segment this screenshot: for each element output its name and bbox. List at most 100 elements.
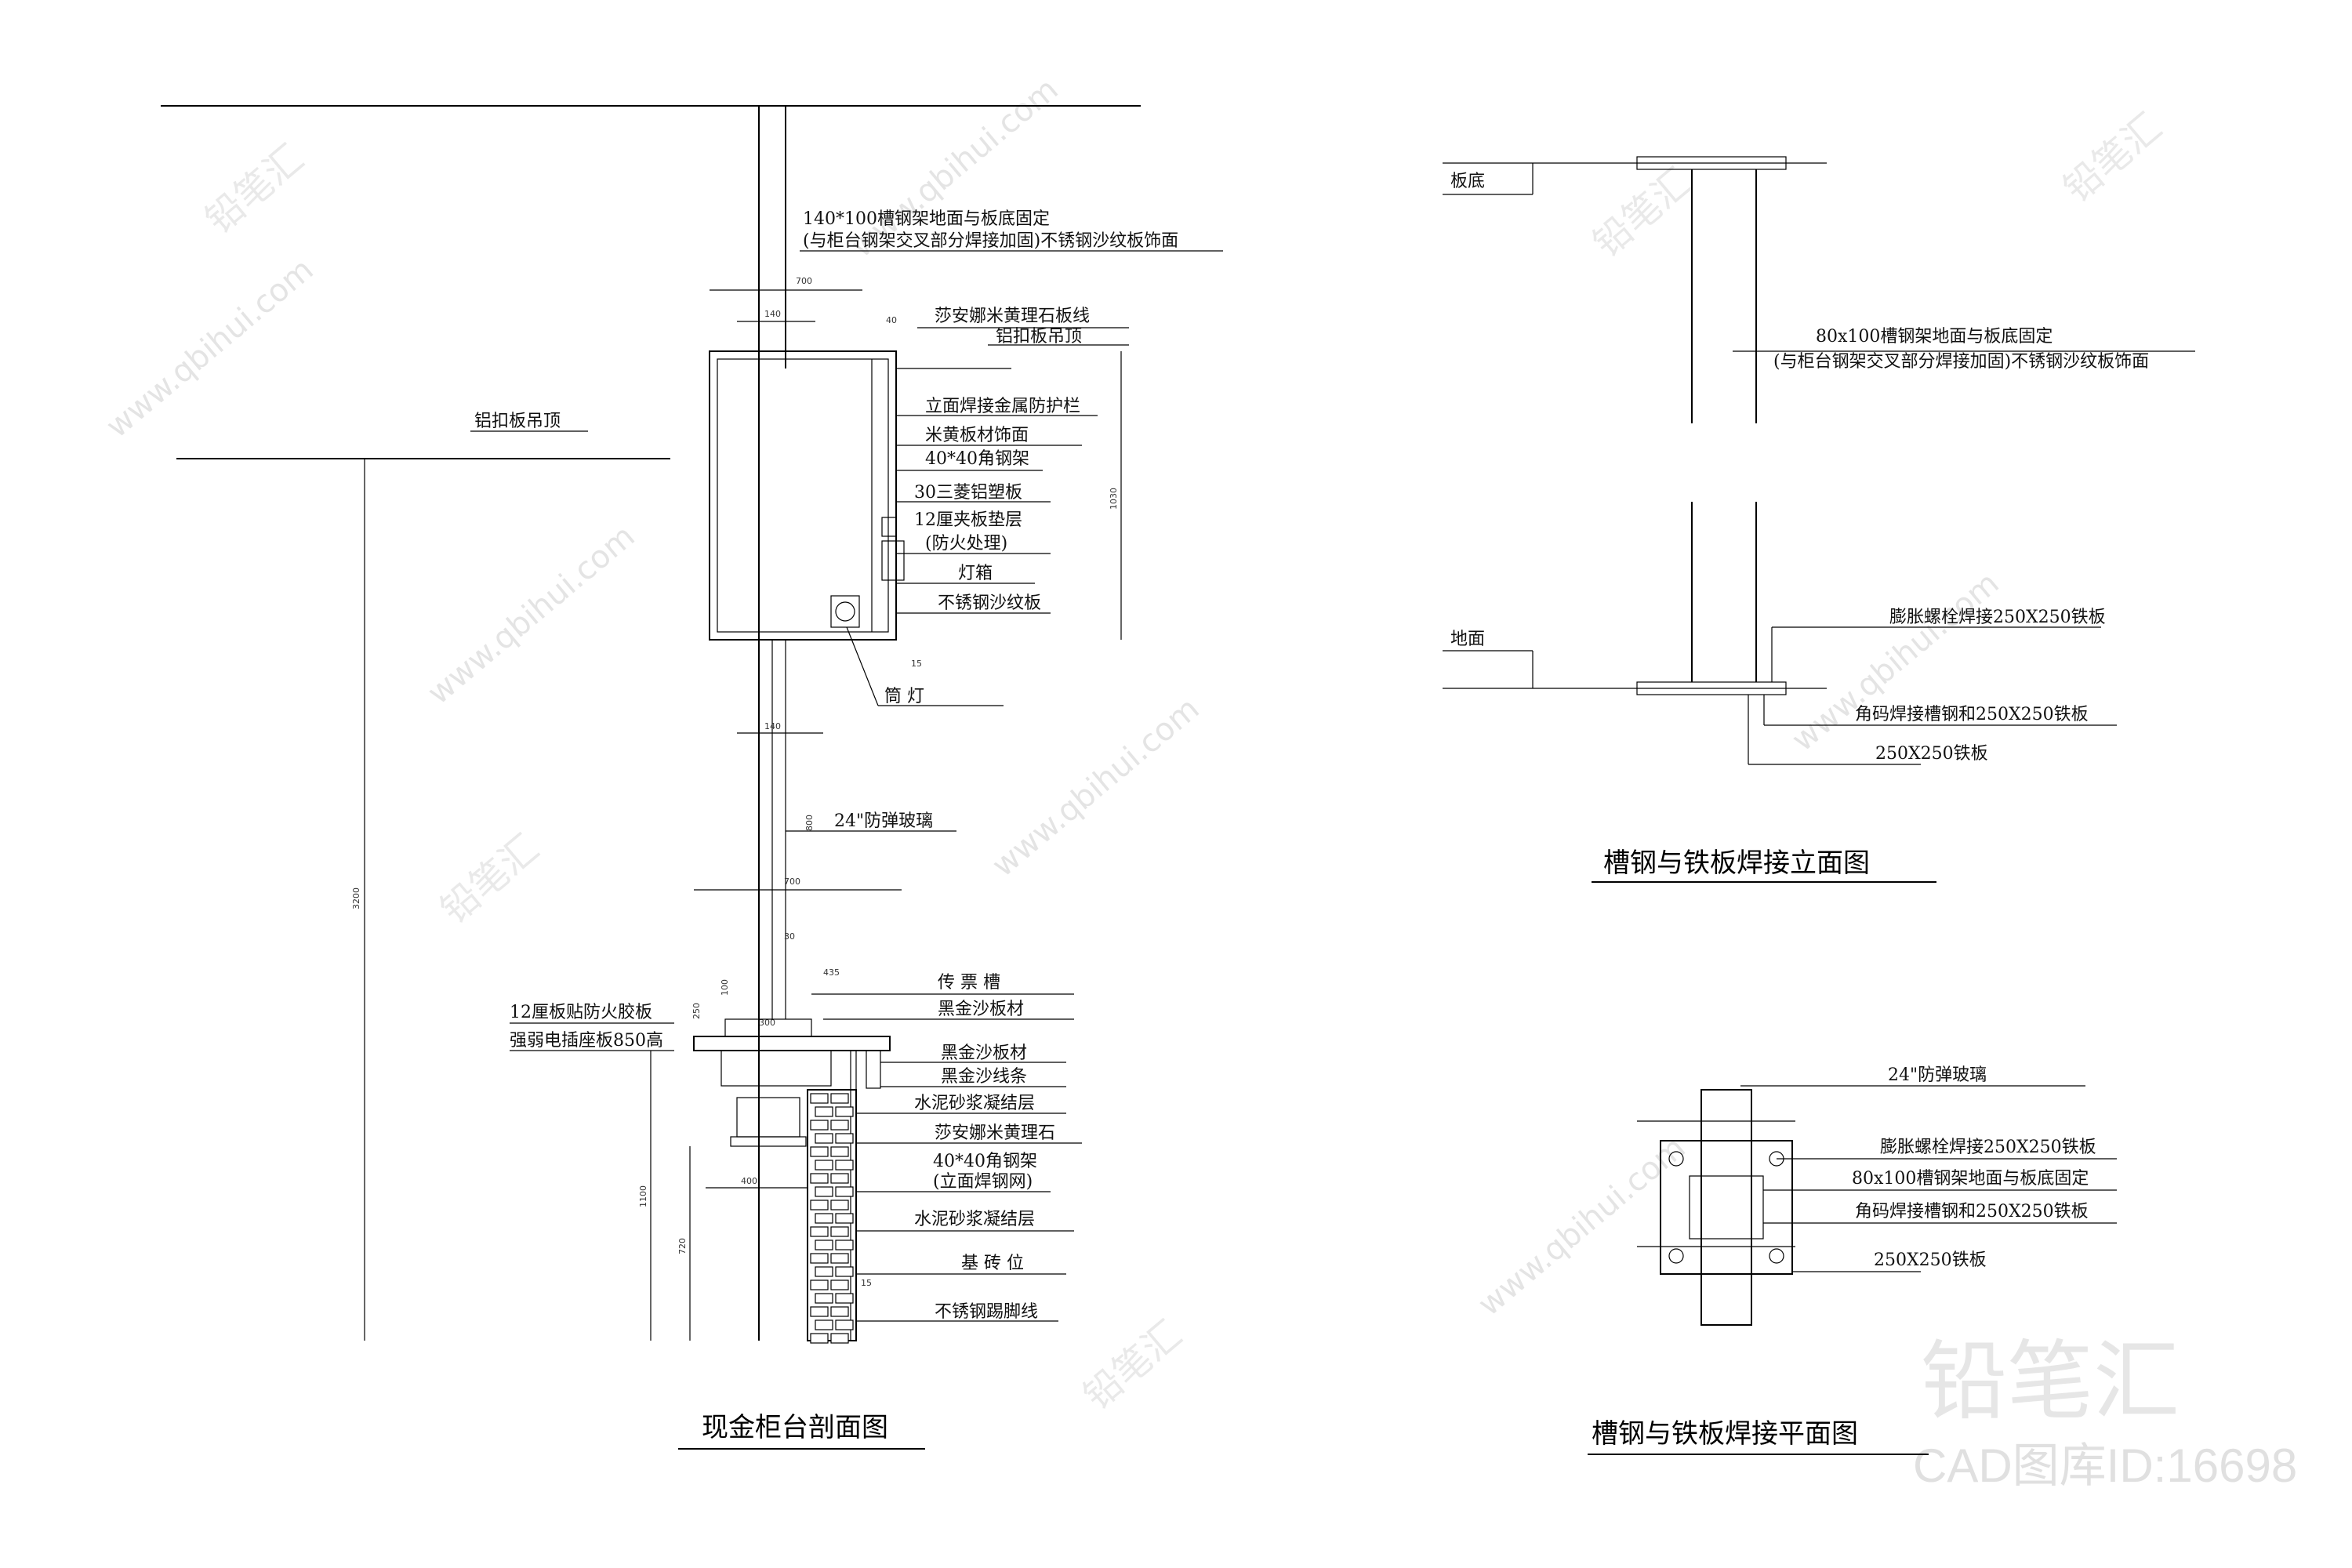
label-plan-angle: 角码焊接槽钢和250X250铁板 [1855, 1202, 2089, 1221]
label-stone-line: 莎安娜米黄理石板线 [935, 307, 1090, 326]
bolt-icon [1668, 1151, 1684, 1167]
watermark-brand: 铅笔汇 [198, 136, 312, 242]
shelf [730, 1136, 807, 1147]
brick [810, 1093, 829, 1104]
counter-infill [720, 1050, 832, 1087]
dim-140: 140 [764, 309, 781, 319]
brick [835, 1319, 854, 1330]
dim-140-mid: 140 [764, 721, 781, 731]
label-plan-plate: 250X250铁板 [1874, 1250, 1987, 1270]
label-guardrail: 立面焊接金属防护栏 [925, 397, 1080, 416]
watermark-brand: 铅笔汇 [1585, 160, 1700, 266]
brick [830, 1200, 849, 1210]
brick [815, 1240, 833, 1250]
brick [815, 1213, 833, 1224]
dim-400: 400 [741, 1176, 757, 1186]
plan-glass [1700, 1089, 1752, 1326]
brick [830, 1226, 849, 1237]
brick [810, 1120, 829, 1131]
brick [810, 1333, 829, 1344]
brick [835, 1186, 854, 1197]
lightbox-part [881, 517, 897, 537]
watermark-brand: 铅笔汇 [2056, 105, 2170, 211]
watermark-url: www.qbihui.com [1785, 565, 2006, 759]
dim-700-mid: 700 [784, 877, 800, 887]
brick-base [807, 1051, 857, 1344]
bolt-icon [1668, 1248, 1684, 1264]
brick [830, 1253, 849, 1264]
brick [810, 1173, 829, 1184]
brick [815, 1266, 833, 1277]
ticket-slot [724, 1018, 812, 1037]
brick [830, 1306, 849, 1317]
label-ticket-slot: 传 票 槽 [938, 973, 1000, 993]
bolt-icon [1769, 1248, 1784, 1264]
brick [830, 1333, 849, 1344]
plan-view: 24"防弹玻璃 膨胀螺栓焊接250X250铁板 80x100槽钢架地面与板底固定… [1588, 1065, 2117, 1455]
lightbox-inner [717, 358, 889, 633]
dim-800: 800 [804, 815, 815, 831]
dim-40: 40 [886, 315, 897, 325]
label-top-note-2: (与柜台钢架交叉部分焊接加固)不锈钢沙纹板饰面 [803, 231, 1178, 251]
label-plan-channel: 80x100槽钢架地面与板底固定 [1852, 1169, 2089, 1189]
brick [830, 1279, 849, 1290]
section-view: 3200 700 140 40 1030 15 140 800 700 30 4… [161, 105, 1223, 1450]
brick [835, 1240, 854, 1250]
dim-3200: 3200 [351, 887, 361, 909]
label-glass: 24"防弹玻璃 [834, 811, 933, 831]
label-black-sand-1: 黑金沙板材 [938, 1000, 1024, 1019]
label-top-note-1: 140*100槽钢架地面与板底固定 [803, 209, 1050, 229]
dim-435: 435 [823, 967, 840, 978]
label-plywood-2: (防火处理) [925, 534, 1007, 554]
brick [815, 1293, 833, 1304]
label-plan-glass: 24"防弹玻璃 [1888, 1065, 1987, 1085]
brick [815, 1186, 833, 1197]
elevation-title: 槽钢与铁板焊接立面图 [1603, 848, 1870, 879]
watermark-url: www.qbihui.com [421, 518, 642, 712]
label-elev-note-2: (与柜台钢架交叉部分焊接加固)不锈钢沙纹板饰面 [1773, 352, 2149, 372]
label-plywood-1: 12厘夹板垫层 [914, 510, 1022, 530]
lightbox-part [881, 540, 905, 581]
label-alu-panel: 30三菱铝塑板 [914, 483, 1022, 503]
dim-15-b: 15 [861, 1278, 872, 1288]
brick [830, 1120, 849, 1131]
plan-title: 槽钢与铁板焊接平面图 [1592, 1418, 1858, 1450]
section-labels: 140*100槽钢架地面与板底固定 (与柜台钢架交叉部分焊接加固)不锈钢沙纹板饰… [470, 209, 1223, 1322]
socket-board [736, 1097, 800, 1138]
brick [835, 1213, 854, 1224]
brick [835, 1160, 854, 1171]
label-ceiling-left: 铝扣板吊顶 [474, 412, 561, 431]
label-angle-frame-a: 40*40角钢架 [925, 449, 1029, 469]
brick [810, 1306, 829, 1317]
brick [815, 1319, 833, 1330]
brick [835, 1106, 854, 1117]
dim-250: 250 [691, 1003, 702, 1019]
dim-15: 15 [911, 659, 922, 669]
brick [835, 1133, 854, 1144]
brick [835, 1266, 854, 1277]
label-elev-note-1: 80x100槽钢架地面与板底固定 [1816, 327, 2053, 347]
dim-100: 100 [720, 979, 730, 996]
label-lightbox: 灯箱 [958, 564, 993, 583]
watermark-brand: 铅笔汇 [1076, 1312, 1190, 1418]
brick [830, 1146, 849, 1157]
watermark-url: www.qbihui.com [985, 691, 1207, 884]
label-ceiling-right: 铝扣板吊顶 [996, 327, 1082, 347]
label-angle-frame-b1: 40*40角钢架 [933, 1152, 1037, 1171]
brick [835, 1293, 854, 1304]
counter-top [693, 1036, 891, 1051]
label-brick-base: 基 砖 位 [961, 1254, 1024, 1273]
label-slab: 板底 [1450, 172, 1485, 191]
brick [810, 1200, 829, 1210]
label-fire-board: 12厘板贴防火胶板 [510, 1003, 652, 1022]
label-beige-stone: 莎安娜米黄理石 [935, 1123, 1055, 1143]
brick [810, 1226, 829, 1237]
black-sand-trim [866, 1050, 881, 1089]
label-beige-finish: 米黄板材饰面 [925, 426, 1029, 445]
dim-720: 720 [677, 1238, 688, 1254]
brick [815, 1133, 833, 1144]
section-title: 现金柜台剖面图 [702, 1412, 888, 1443]
brick [815, 1106, 833, 1117]
